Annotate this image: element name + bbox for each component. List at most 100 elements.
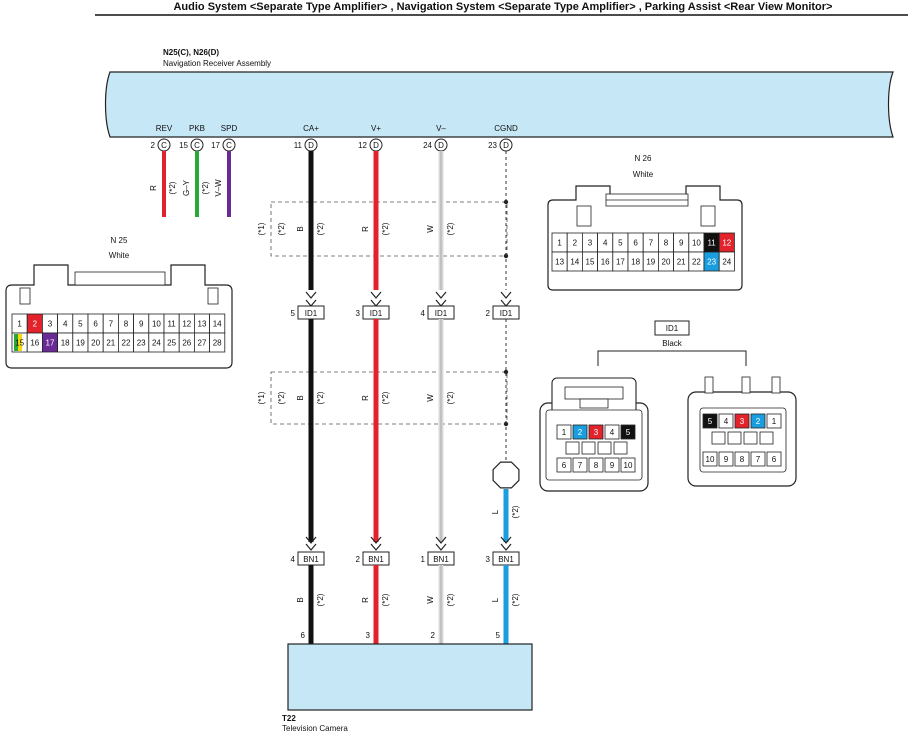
receiver-pin-connector-letter: D — [308, 141, 314, 150]
pigtail-wire-code: G–Y — [182, 179, 191, 196]
inline-chevron — [305, 291, 317, 299]
n26-pin-number: 18 — [631, 258, 640, 267]
id1-female-cavity — [556, 424, 572, 440]
receiver-pin-label: PKB — [189, 124, 205, 133]
n26-pin-number: 14 — [570, 258, 579, 267]
inline-chevron — [435, 299, 447, 307]
wire-code: W — [426, 225, 435, 233]
n26-pin-number: 11 — [707, 239, 716, 248]
id1-male-cavity — [718, 413, 734, 429]
n25-pin-number: 18 — [61, 339, 70, 348]
n25-pin-number: 5 — [78, 320, 83, 329]
diagram-title: Audio System <Separate Type Amplifier> ,… — [173, 1, 832, 13]
n25-pin-number: 14 — [213, 320, 222, 329]
inline-chevron — [370, 536, 382, 544]
receiver-pin-number: 2 — [151, 141, 156, 150]
wire-note: (*2) — [316, 391, 325, 404]
receiver-name: Navigation Receiver Assembly — [163, 59, 271, 68]
id1-connector-title: ID1 — [666, 324, 679, 333]
n26-pin-number: 5 — [618, 239, 623, 248]
id1-female-pin-number: 1 — [562, 428, 567, 437]
n25-pin-number: 7 — [109, 320, 114, 329]
id1-inline-pin: 5 — [291, 309, 296, 318]
n26-pin-number: 13 — [555, 258, 564, 267]
receiver-pin-number: 23 — [488, 141, 497, 150]
inline-chevron — [370, 299, 382, 307]
navigation-receiver-body — [104, 71, 894, 138]
id1-male-pin-number: 8 — [740, 455, 745, 464]
n25-pin-number: 11 — [167, 320, 176, 329]
receiver-pin-connector-letter: C — [194, 141, 200, 150]
receiver-pin-label: CGND — [494, 124, 518, 133]
id1-male-pin-number: 4 — [724, 417, 729, 426]
id1-female-cavity — [588, 457, 604, 473]
inline-chevron — [435, 536, 447, 544]
n26-pin-number: 7 — [649, 239, 654, 248]
id1-inline-pin: 2 — [486, 309, 491, 318]
id1-male-cavity — [702, 413, 718, 429]
id1-female-pin-number: 8 — [594, 461, 599, 470]
wire-code: W — [426, 394, 435, 402]
inline-chevron — [305, 299, 317, 307]
receiver-code: N25(C), N26(D) — [163, 48, 219, 57]
id1-female-pin-number: 6 — [562, 461, 567, 470]
id1-male-cavity — [718, 451, 734, 467]
bn1-inline-label: BN1 — [368, 555, 384, 564]
n25-pin-number: 3 — [48, 320, 53, 329]
n25-pin-number: 24 — [152, 339, 161, 348]
n26-pin-number: 17 — [616, 258, 625, 267]
shield-note-2: (*2) — [277, 222, 286, 235]
shield-note-1: (*1) — [257, 391, 266, 404]
receiver-pin-number: 15 — [179, 141, 188, 150]
id1-inline-label: ID1 — [370, 309, 383, 318]
n26-pin-number: 24 — [722, 258, 731, 267]
id1-female-cavity — [588, 424, 604, 440]
n26-pin-number: 21 — [677, 258, 686, 267]
id1-male-cavity — [734, 413, 750, 429]
id1-male-cavity — [702, 451, 718, 467]
wire-note: (*2) — [511, 593, 520, 606]
id1-male-cavity — [734, 451, 750, 467]
wire-note: (*2) — [316, 593, 325, 606]
inline-chevron — [500, 543, 512, 551]
id1-inline-pin: 4 — [421, 309, 426, 318]
wire-code: L — [491, 597, 500, 602]
receiver-pin-label: SPD — [221, 124, 238, 133]
n26-pin-number: 6 — [633, 239, 638, 248]
pigtail-wire-code: R — [149, 185, 158, 191]
camera-pin-number: 3 — [366, 631, 371, 640]
n26-pin-number: 16 — [601, 258, 610, 267]
bn1-inline-label: BN1 — [433, 555, 449, 564]
n25-pin-number: 13 — [198, 320, 207, 329]
id1-female-cavity — [572, 424, 588, 440]
n25-pin-number: 23 — [137, 339, 146, 348]
bn1-inline-pin: 4 — [291, 555, 296, 564]
inline-chevron — [500, 536, 512, 544]
camera-pin-number: 5 — [496, 631, 501, 640]
n25-color: White — [109, 251, 130, 260]
inline-chevron — [500, 299, 512, 307]
wire-code: R — [361, 226, 370, 232]
wire-note: (*2) — [381, 391, 390, 404]
receiver-pin-label: CA+ — [303, 124, 319, 133]
n26-pin-number: 4 — [603, 239, 608, 248]
n26-pin-number: 9 — [679, 239, 684, 248]
camera-pin-number: 2 — [431, 631, 436, 640]
n25-pin-number: 1 — [17, 320, 22, 329]
n25-pin-number: 16 — [30, 339, 39, 348]
id1-female-pin-number: 3 — [594, 428, 599, 437]
id1-female-pin-number: 4 — [610, 428, 615, 437]
id1-female-pin-number: 9 — [610, 461, 615, 470]
inline-chevron — [435, 543, 447, 551]
n25-pin-number: 6 — [93, 320, 98, 329]
id1-female-cavity — [620, 457, 636, 473]
receiver-pin-number: 11 — [294, 141, 303, 150]
receiver-pin-connector-letter: D — [373, 141, 379, 150]
wire-note: (*2) — [446, 222, 455, 235]
receiver-pin-label: V– — [436, 124, 446, 133]
id1-male-cavity — [766, 413, 782, 429]
id1-male-pin-number: 1 — [772, 417, 777, 426]
